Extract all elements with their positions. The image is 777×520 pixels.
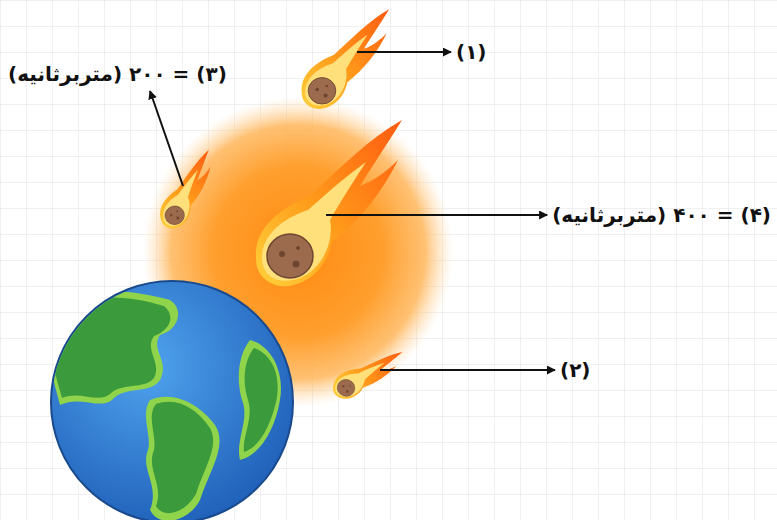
callout-label: (۲) (560, 358, 591, 382)
meteor (302, 9, 390, 109)
callout-label: (۴) = ۴۰۰ (متربرثانیه) (552, 203, 771, 227)
leader-arrow (326, 214, 547, 216)
meteor (330, 335, 402, 412)
callout-label: (۱) (456, 40, 487, 64)
callout-label: (۳) = ۲۰۰ (متربرثانیه) (8, 62, 227, 86)
leader-arrow (380, 369, 555, 371)
leader-arrow (150, 91, 183, 186)
earth (40, 281, 293, 520)
meteor (256, 120, 402, 286)
leader-arrow (357, 51, 451, 53)
meteor (149, 150, 224, 231)
